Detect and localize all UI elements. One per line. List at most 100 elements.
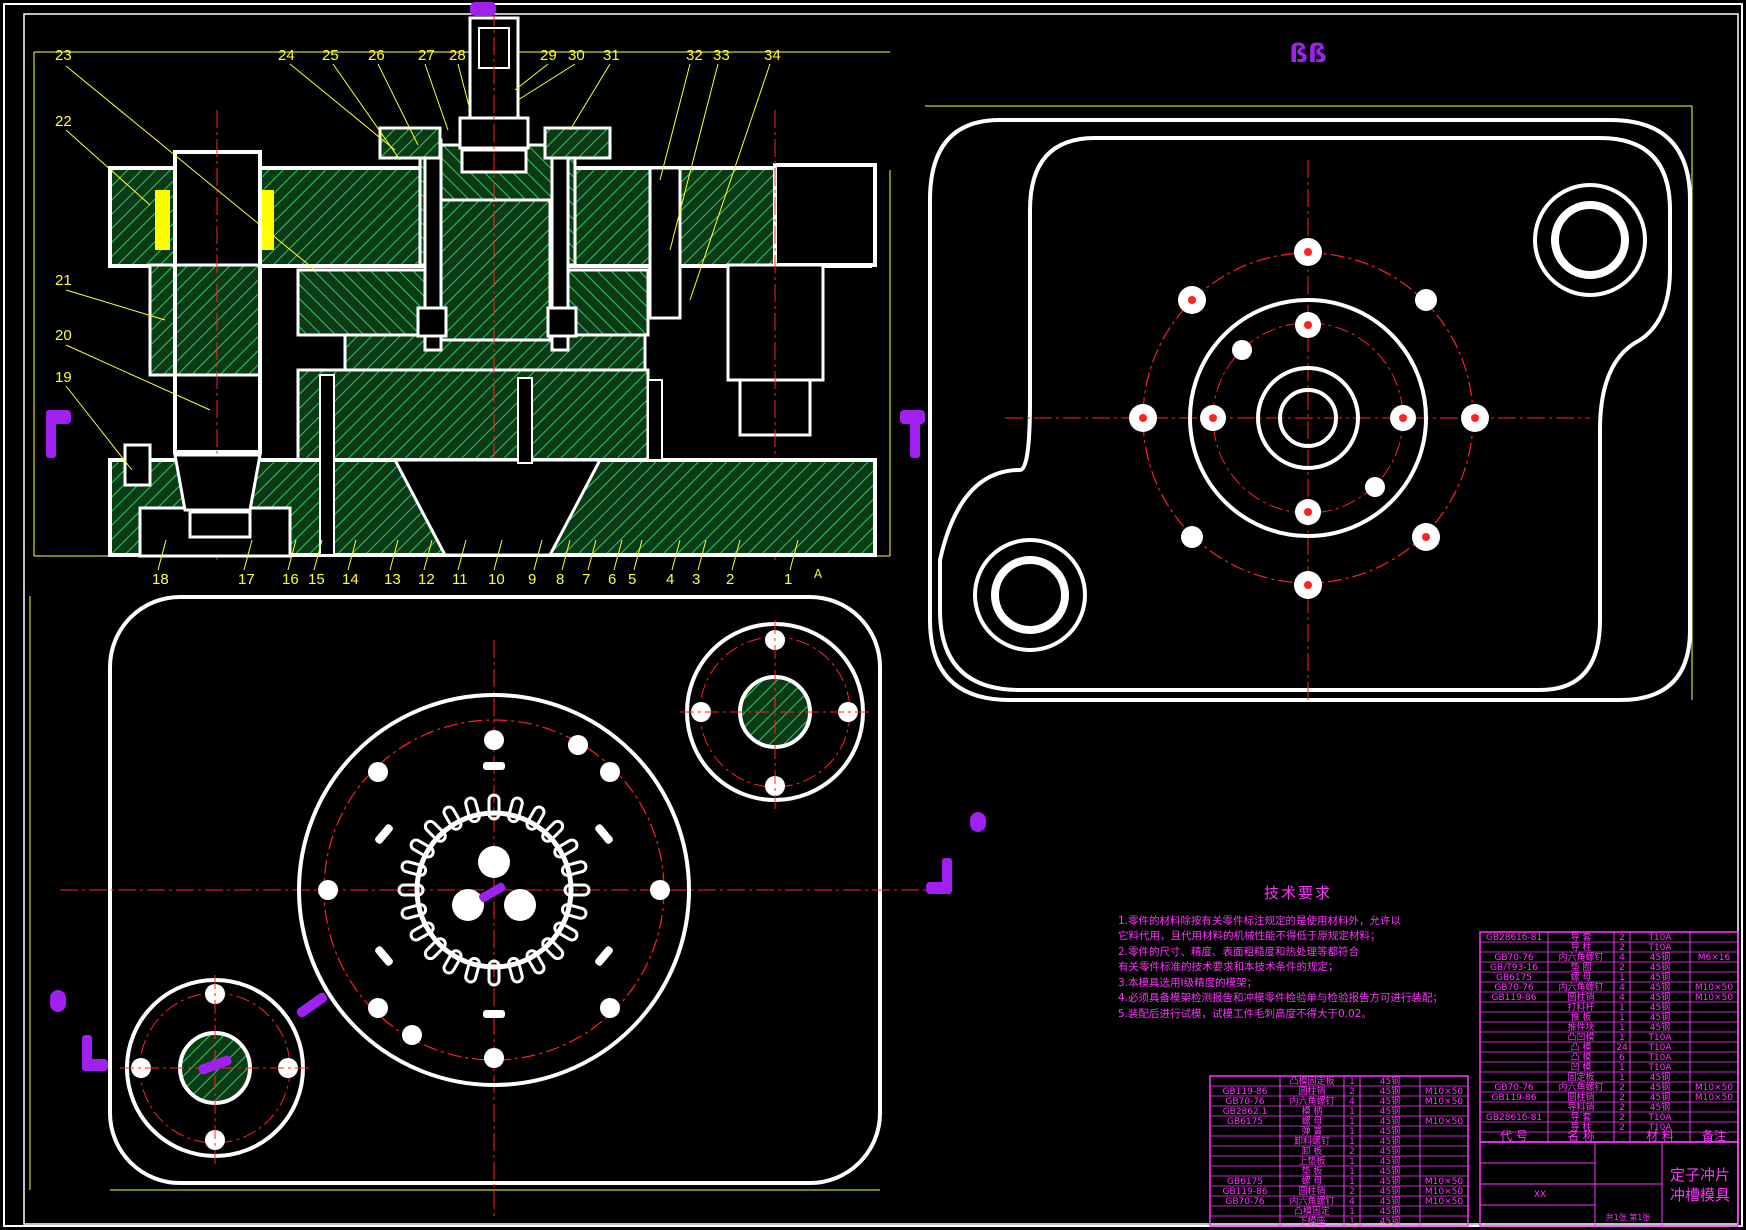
bom-cell: 上垫板	[1298, 1155, 1325, 1167]
bom-cell: 弹 簧	[1302, 1125, 1323, 1137]
bom-cell: 45钢	[1380, 1215, 1400, 1227]
bom-cell: 下模座	[1298, 1215, 1325, 1227]
bom-cell: 2	[1619, 963, 1625, 973]
bom-cell: 1	[1349, 1117, 1355, 1127]
bom-cell: 1	[1349, 1127, 1355, 1137]
bom-cell: 内六角螺钉	[1558, 951, 1603, 963]
bom-cell: 凸模固定	[1294, 1205, 1330, 1217]
part-label: 11	[452, 571, 468, 588]
bom-cell: 45钢	[1380, 1115, 1400, 1127]
part-label: 28	[449, 47, 466, 64]
bom-cell: 2	[1619, 1083, 1625, 1093]
bom-cell: GB70-76	[1494, 953, 1534, 963]
bom-cell: 1	[1349, 1157, 1355, 1167]
part-label: 31	[603, 47, 620, 64]
bom-cell: 导 柱	[1571, 1121, 1592, 1133]
bom-cell: 2	[1619, 1113, 1625, 1123]
bom-cell: 45钢	[1650, 1071, 1670, 1083]
bom-cell: 45钢	[1650, 981, 1670, 993]
part-label: 10	[488, 571, 505, 588]
bom-cell: 圆柱销	[1298, 1085, 1325, 1097]
bom-cell: GB6175	[1227, 1117, 1263, 1127]
bom-cell: 45钢	[1380, 1125, 1400, 1137]
datum-mark: A	[814, 567, 823, 581]
bom-cell: 1	[1349, 1207, 1355, 1217]
bom-cell: 材 料	[1646, 1129, 1674, 1143]
bom-cell: GB6175	[1227, 1177, 1263, 1187]
bom-cell: 45钢	[1380, 1205, 1400, 1217]
bom-cell: 导 套	[1571, 1111, 1592, 1123]
bom-cell: 45钢	[1380, 1085, 1400, 1097]
part-label: 19	[55, 369, 72, 386]
bom-cell: M10×50	[1695, 1093, 1733, 1103]
bom-cell: GB70-76	[1494, 983, 1534, 993]
bom-cell: 卸 板	[1302, 1145, 1323, 1157]
bom-cell: 1	[1349, 1107, 1355, 1117]
bom-cell: 2	[1349, 1087, 1355, 1097]
bom-cell: 螺 母	[1302, 1176, 1323, 1187]
bom-cell: 内六角螺钉	[1289, 1095, 1334, 1107]
part-label: 34	[764, 47, 781, 64]
part-label: 23	[55, 47, 72, 64]
part-label: 8	[556, 571, 564, 588]
bom-cell: 1	[1619, 1073, 1625, 1083]
bom-cell: T10A	[1647, 1053, 1672, 1063]
bom-cell: M10×50	[1425, 1187, 1463, 1197]
bom-cell: T10A	[1647, 1063, 1672, 1073]
part-label: 9	[528, 571, 536, 588]
part-label: 30	[568, 47, 585, 64]
part-label: 13	[384, 571, 401, 588]
bom-cell: 1	[1619, 1023, 1625, 1033]
part-label: 4	[666, 571, 674, 588]
part-label: 26	[368, 47, 385, 64]
part-label: 24	[278, 47, 295, 64]
part-label: 32	[686, 47, 703, 64]
bom-cell: M10×50	[1425, 1097, 1463, 1107]
bom-cell: M10×50	[1425, 1117, 1463, 1127]
bom-cell: 垫 圈	[1571, 961, 1592, 973]
bom-cell: M10×50	[1425, 1197, 1463, 1207]
bom-cell: 圆柱销	[1567, 1091, 1594, 1103]
bom-cell: 卸料螺钉	[1294, 1135, 1330, 1147]
bom-cell: 内六角螺钉	[1558, 981, 1603, 993]
bom-cell: 螺 母	[1302, 1116, 1323, 1127]
bom-cell: 模 柄	[1302, 1105, 1323, 1117]
bom-cell: 45钢	[1380, 1155, 1400, 1167]
bom-cell: 凹 模	[1571, 1062, 1592, 1073]
view-mark: ßß	[1289, 39, 1326, 69]
inner-frame	[23, 13, 1739, 1225]
bom-cell: 1	[1349, 1077, 1355, 1087]
bom-cell: GB2861б-81	[1486, 1113, 1542, 1123]
bom-cell: 45钢	[1380, 1105, 1400, 1117]
bom-cell: 45钢	[1380, 1135, 1400, 1147]
bom-cell: 45钢	[1380, 1095, 1400, 1107]
bom-cell: 4	[1619, 993, 1625, 1003]
bom-cell: 45钢	[1650, 991, 1670, 1003]
bom-cell: 45钢	[1650, 971, 1670, 983]
bom-cell: 1	[1349, 1217, 1355, 1227]
bom-cell: 4	[1619, 953, 1625, 963]
bom-cell: 导料销	[1567, 1101, 1594, 1113]
bom-cell: M10×50	[1695, 983, 1733, 993]
part-label: 1	[784, 571, 792, 588]
part-label: 12	[418, 571, 435, 588]
drawing-frame	[3, 3, 1743, 1227]
bom-cell: 圆柱销	[1298, 1185, 1325, 1197]
part-label: 5	[628, 571, 636, 588]
bom-cell: 2	[1619, 943, 1625, 953]
bom-cell: 45钢	[1650, 1001, 1670, 1013]
bom-cell: 45钢	[1380, 1185, 1400, 1197]
tech-line: 5.装配后进行试模，试模工件毛刺高度不得大于0.02。	[1118, 1007, 1372, 1020]
bom-cell: M6×16	[1698, 953, 1731, 963]
part-label: 16	[282, 571, 299, 588]
title-count: 共1张 第1张	[1606, 1212, 1651, 1222]
bom-cell: 凸凹模	[1567, 1032, 1594, 1043]
tech-line: 3.本模具选用Ⅰ级精度的模架；	[1118, 976, 1258, 989]
bom-cell: 1	[1619, 1063, 1625, 1073]
part-label: 2	[726, 571, 734, 588]
bom-cell: GB6175	[1496, 973, 1532, 983]
bom-cell: T10A	[1647, 933, 1672, 943]
bom-cell: 45钢	[1650, 1081, 1670, 1093]
